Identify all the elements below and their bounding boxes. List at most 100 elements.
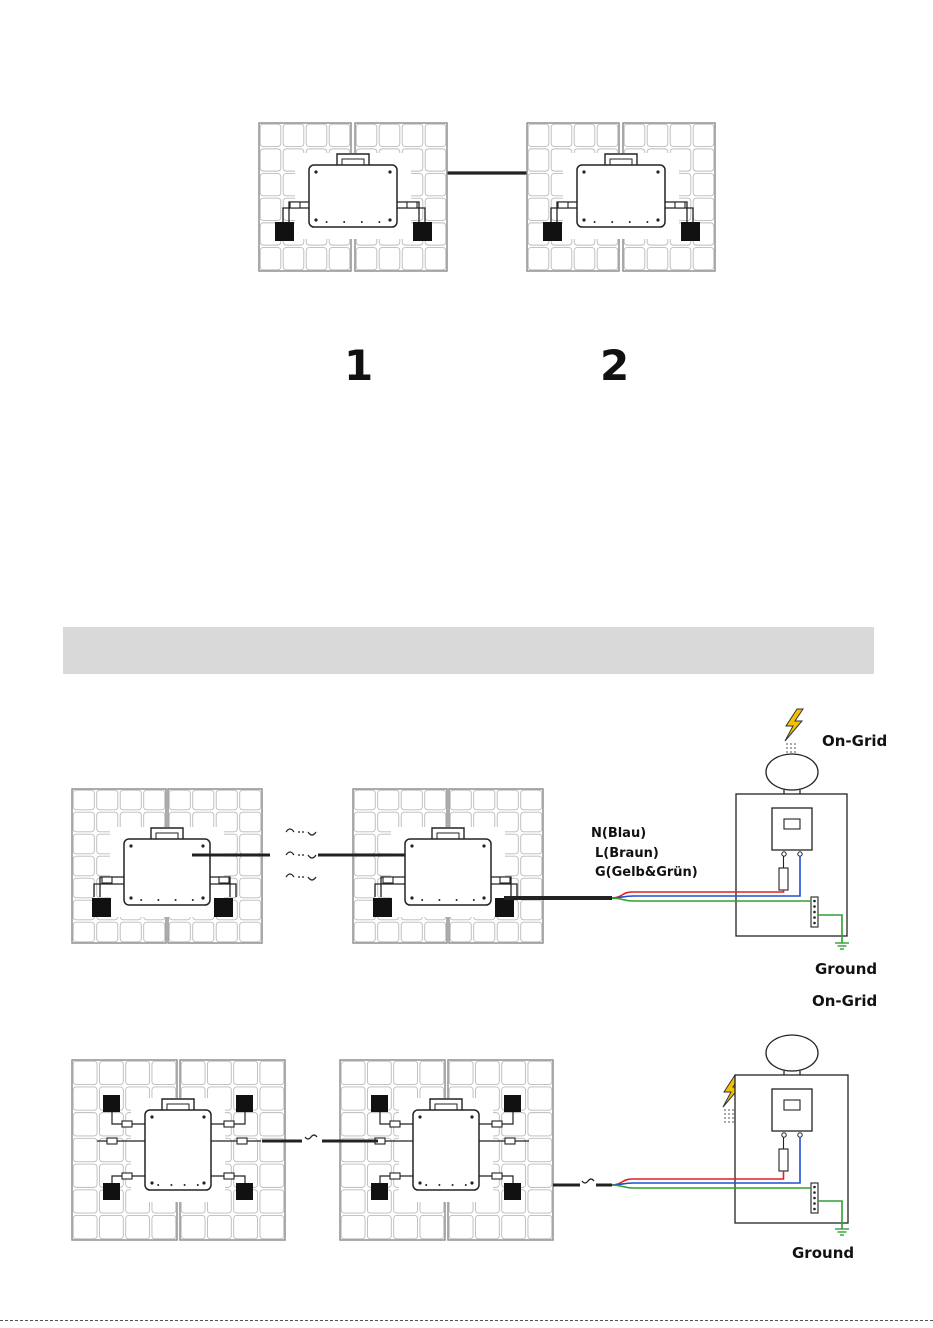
connector-part <box>107 1138 117 1144</box>
ground-bar-terminal <box>813 1197 816 1200</box>
mc4-connector <box>505 1138 515 1144</box>
mount-hole <box>129 896 132 899</box>
pv-unit-quad <box>72 1060 285 1240</box>
connector-part <box>224 1173 234 1179</box>
mc4-connector <box>558 202 568 208</box>
mount-hole <box>140 899 142 901</box>
grid-connection <box>612 709 849 949</box>
mount-hole <box>410 844 413 847</box>
mount-hole <box>582 218 585 221</box>
junction-box <box>236 1095 253 1112</box>
mount-hole <box>175 899 177 901</box>
junction-box <box>371 1095 388 1112</box>
section-header-bar <box>63 627 874 674</box>
junction-box <box>103 1095 120 1112</box>
mount-hole <box>470 1181 473 1184</box>
junction-box <box>413 222 432 241</box>
mount-hole <box>656 218 659 221</box>
junction-box <box>373 898 392 917</box>
ground-bar-terminal <box>813 905 816 908</box>
figure-grid-connection-quad-panel <box>72 1035 849 1240</box>
cable-break-mark <box>286 829 316 835</box>
mc4-connector <box>102 877 112 883</box>
mount-hole <box>361 221 363 223</box>
connector-part <box>102 877 112 883</box>
mc4-connector <box>107 1138 117 1144</box>
cable-break-mark <box>286 874 316 880</box>
mount-hole <box>425 1184 427 1186</box>
ground-bar-terminal <box>813 900 816 903</box>
junction-box <box>236 1183 253 1200</box>
break-curve <box>286 829 294 832</box>
junction-box <box>543 222 562 241</box>
live-wire-label: L(Braun) <box>595 846 659 861</box>
on-grid-label: On-Grid <box>822 732 887 750</box>
on-grid-label: On-Grid <box>812 992 877 1010</box>
mount-hole <box>594 221 596 223</box>
figure-grid-connection-two-panel <box>72 709 849 949</box>
mount-hole <box>410 896 413 899</box>
mount-hole <box>157 1184 159 1186</box>
pv-unit <box>353 789 543 943</box>
mount-hole <box>150 1181 153 1184</box>
pv-unit-quad <box>340 1060 553 1240</box>
microinverter <box>563 153 679 239</box>
inverter-body <box>413 1110 479 1190</box>
mount-hole <box>421 899 423 901</box>
utility-meter <box>766 754 818 790</box>
mount-hole <box>170 1184 172 1186</box>
mount-hole <box>201 844 204 847</box>
mc4-connector <box>290 202 300 208</box>
connector-part <box>383 877 393 883</box>
microinverter <box>295 153 411 239</box>
page-edge-dashed-line <box>0 1320 933 1321</box>
connector-part <box>407 202 417 208</box>
mc4-connector <box>492 1173 502 1179</box>
connector-part <box>219 877 229 883</box>
junction-box <box>495 898 514 917</box>
mount-hole <box>611 221 613 223</box>
microinverter <box>391 827 505 917</box>
connector-part <box>224 1121 234 1127</box>
junction-box <box>275 222 294 241</box>
pv-unit <box>259 123 447 271</box>
ground-label: Ground <box>792 1244 854 1262</box>
mount-hole <box>343 221 345 223</box>
mount-hole <box>482 896 485 899</box>
mc4-connector <box>675 202 685 208</box>
ground-bar-terminal <box>813 911 816 914</box>
ground-label: Ground <box>815 960 877 978</box>
breaker-window <box>784 1100 800 1110</box>
mount-hole <box>456 899 458 901</box>
connector-part <box>122 1173 132 1179</box>
connector-part <box>505 1138 515 1144</box>
mc4-connector <box>390 1173 400 1179</box>
microinverter <box>399 1098 493 1202</box>
inverter-body <box>405 839 491 905</box>
pv-unit <box>72 789 262 943</box>
mount-hole <box>388 218 391 221</box>
cable-break-mark <box>582 1179 594 1183</box>
cable-break-mark <box>286 852 316 858</box>
connector-part <box>492 1121 502 1127</box>
break-curve <box>286 852 294 855</box>
mount-hole <box>582 170 585 173</box>
mc4-connector <box>492 1121 502 1127</box>
microinverter <box>110 827 224 917</box>
junction-box <box>371 1183 388 1200</box>
mc4-connector <box>500 877 510 883</box>
mc4-connector <box>383 877 393 883</box>
mount-hole <box>656 170 659 173</box>
pv-unit <box>527 123 715 271</box>
mc4-connector <box>390 1121 400 1127</box>
connector-part <box>290 202 300 208</box>
mc4-connector <box>237 1138 247 1144</box>
neutral-wire-label: N(Blau) <box>591 826 646 841</box>
terminal <box>798 852 802 856</box>
ground-bar-terminal <box>813 922 816 925</box>
mount-hole <box>418 1181 421 1184</box>
mount-hole <box>388 170 391 173</box>
mount-hole <box>150 1115 153 1118</box>
junction-box <box>681 222 700 241</box>
